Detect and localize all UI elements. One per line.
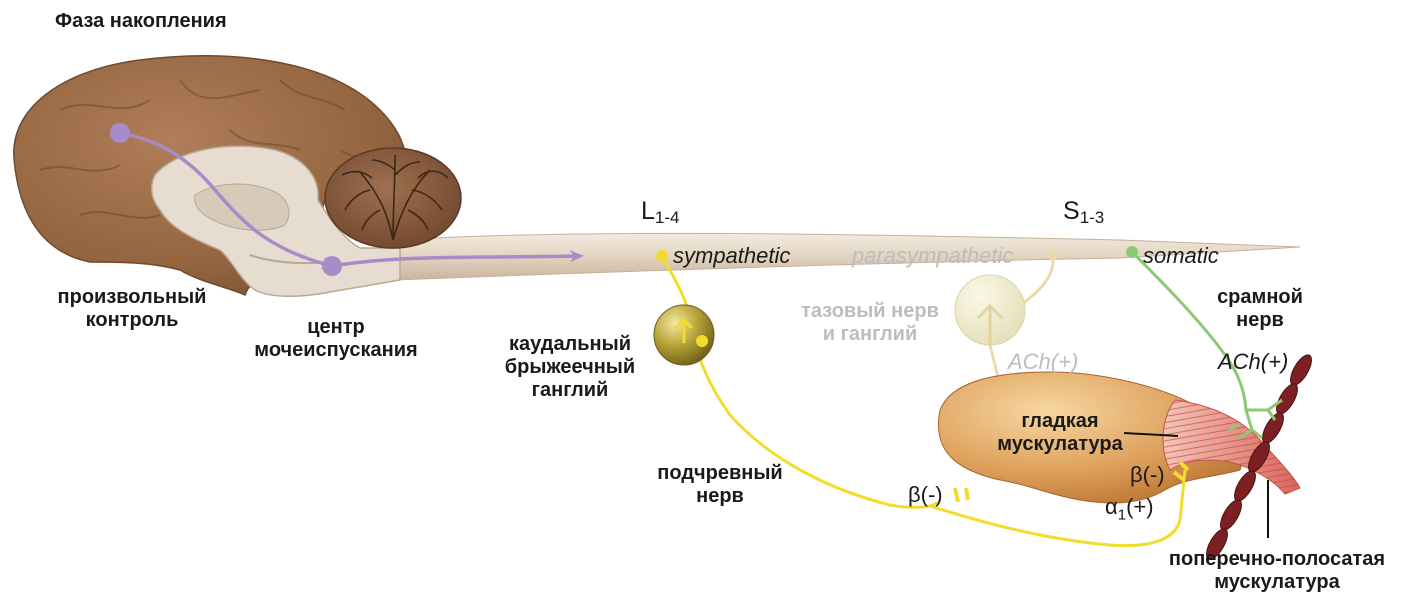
micturition-center-line-2: мочеиспускания [236, 339, 436, 362]
pelvic-nerve-line-1: тазовый нерв [775, 300, 965, 323]
caudal-ganglion-label: каудальный брыжеечный ганглий [470, 333, 670, 402]
pelvic-ach-label: ACh(+) [1008, 350, 1078, 373]
sympathetic-origin-dot [656, 250, 668, 262]
alpha-symbol: α [1105, 494, 1118, 519]
striated-muscle-line-2: мускулатура [1155, 571, 1399, 594]
sacral-segment-label: S1-3 [1063, 200, 1104, 229]
beta-synapse-bladder [955, 488, 968, 502]
alpha-subscript: 1 [1118, 506, 1126, 523]
sacral-segment-range: 1-3 [1080, 208, 1105, 227]
caudal-ganglion-line-3: ганглий [470, 379, 670, 402]
pudendal-nerve-line-2: нерв [1185, 309, 1335, 332]
smooth-muscle-line-2: мускулатура [985, 433, 1135, 456]
beta-receptor-neck: β(-) [1130, 463, 1165, 486]
striated-muscle-line-1: поперечно-полосатая [1155, 548, 1399, 571]
pelvic-nerve-label: тазовый нерв и ганглий [775, 300, 965, 346]
alpha-sign: (+) [1126, 494, 1154, 519]
pelvic-nerve-line-2: и ганглий [775, 323, 965, 346]
lumbar-segment-label: L1-4 [641, 200, 679, 229]
somatic-ach-label: ACh(+) [1218, 350, 1288, 373]
alpha-receptor-neck: α1(+) [1105, 495, 1154, 526]
hypogastric-nerve-line-2: нерв [635, 485, 805, 508]
voluntary-control-label: произвольный контроль [22, 286, 242, 332]
smooth-muscle-label: гладкая мускулатура [985, 410, 1135, 456]
diagram-title: Фаза накопления [55, 10, 227, 33]
parasympathetic-origin-dot [1048, 250, 1058, 260]
somatic-origin-dot [1126, 246, 1138, 258]
striated-muscle-label: поперечно-полосатая мускулатура [1155, 548, 1399, 594]
somatic-label: somatic [1143, 244, 1219, 267]
pudendal-nerve-line-1: срамной [1185, 286, 1335, 309]
voluntary-control-line-1: произвольный [22, 286, 242, 309]
micturition-center-label: центр мочеиспускания [236, 316, 436, 362]
sympathetic-label: sympathetic [673, 244, 790, 267]
caudal-ganglion-line-1: каудальный [470, 333, 670, 356]
micturition-center-node [322, 256, 342, 276]
smooth-muscle-line-1: гладкая [985, 410, 1135, 433]
hypogastric-nerve-label: подчревный нерв [635, 462, 805, 508]
parasympathetic-label: parasympathetic [852, 244, 1013, 267]
hypogastric-nerve-line-1: подчревный [635, 462, 805, 485]
lumbar-segment-range: 1-4 [655, 208, 680, 227]
lumbar-segment-letter: L [641, 197, 655, 225]
sacral-segment-letter: S [1063, 197, 1080, 225]
micturition-center-line-1: центр [236, 316, 436, 339]
voluntary-control-node [110, 123, 130, 143]
beta-receptor-bladder: β(-) [908, 483, 943, 506]
voluntary-control-line-2: контроль [22, 309, 242, 332]
caudal-ganglion-line-2: брыжеечный [470, 356, 670, 379]
pudendal-nerve-label: срамной нерв [1185, 286, 1335, 332]
